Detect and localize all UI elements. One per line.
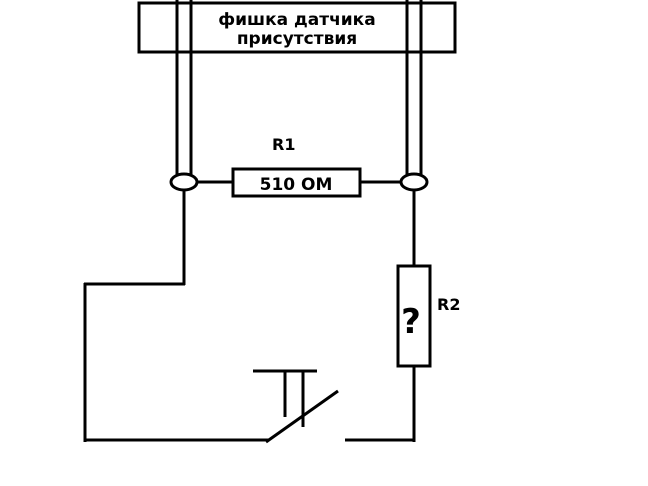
resistor-r1: R1 510 ОМ [197, 135, 401, 198]
connector-box: фишка датчика присутствия [137, 0, 457, 175]
connector-label-line1: фишка датчика [218, 10, 375, 30]
connector-label-line2: присутствия [237, 29, 357, 49]
left-branch-wires [83, 190, 269, 442]
switch-blade [265, 389, 339, 444]
r2-body [396, 264, 432, 368]
terminal-right [399, 172, 429, 192]
resistor-r2: ? R2 [345, 190, 460, 442]
r2-label: R2 [437, 295, 460, 314]
terminal-left [169, 172, 199, 192]
r1-label: R1 [272, 135, 295, 154]
r2-value: ? [401, 302, 421, 342]
switch [253, 369, 339, 444]
r1-value: 510 ОМ [260, 175, 333, 195]
